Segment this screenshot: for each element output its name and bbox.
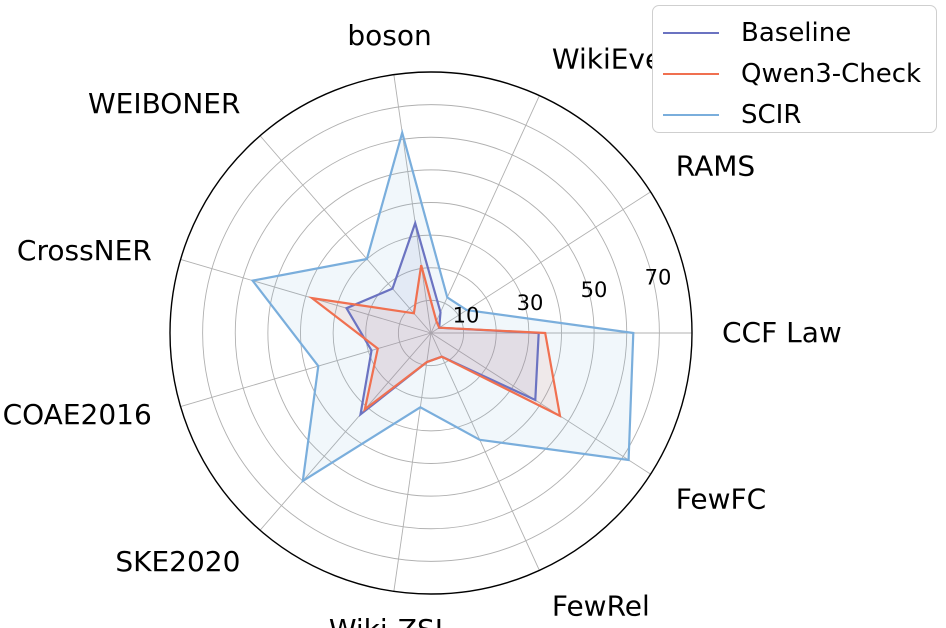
legend-line-baseline	[663, 32, 719, 34]
legend-item-qwen3-check: Qwen3-Check	[663, 57, 921, 91]
axis-label-boson: boson	[347, 19, 431, 52]
series-line-qwen3-check	[307, 264, 562, 418]
outer-frame	[169, 71, 693, 595]
axis-label-crossner: CrossNER	[17, 234, 152, 267]
grid-circle	[267, 169, 595, 497]
series-line-scir	[250, 128, 635, 484]
radar-series	[250, 128, 635, 484]
legend-label-baseline: Baseline	[741, 18, 852, 48]
series-fill-scir	[252, 132, 634, 481]
legend-item-baseline: Baseline	[663, 16, 851, 50]
axis-label-coae2016: COAE2016	[3, 398, 152, 431]
legend-label-scir: SCIR	[741, 100, 802, 130]
series-fill-baseline	[346, 223, 539, 415]
legend-item-scir: SCIR	[663, 98, 801, 132]
axis-label-weiboner: WEIBONER	[88, 87, 240, 120]
axis-label-ske2020: SKE2020	[115, 545, 240, 578]
radar-grid	[169, 71, 693, 595]
axis-label-fewfc: FewFC	[676, 482, 766, 515]
axis-label-rams: RAMS	[676, 150, 755, 183]
legend-line-qwen3-check	[663, 73, 719, 75]
legend-line-scir	[663, 114, 719, 116]
legend: Baseline Qwen3-Check SCIR	[652, 5, 937, 133]
grid-circle	[365, 267, 497, 399]
axis-label-ccf-law: CCF Law	[722, 316, 842, 349]
axis-label-wiki-zsl: Wiki-ZSL	[329, 613, 451, 628]
r-tick-label: 50	[581, 278, 608, 302]
grid-circle	[300, 202, 562, 464]
grid-circle	[202, 104, 660, 562]
r-tick-label: 10	[453, 304, 480, 328]
series-fill-qwen3-check	[312, 265, 560, 416]
r-tick-label: 30	[517, 291, 544, 315]
axis-label-fewrel: FewRel	[552, 590, 650, 623]
r-tick-label: 70	[645, 265, 672, 289]
legend-label-qwen3-check: Qwen3-Check	[741, 59, 922, 89]
